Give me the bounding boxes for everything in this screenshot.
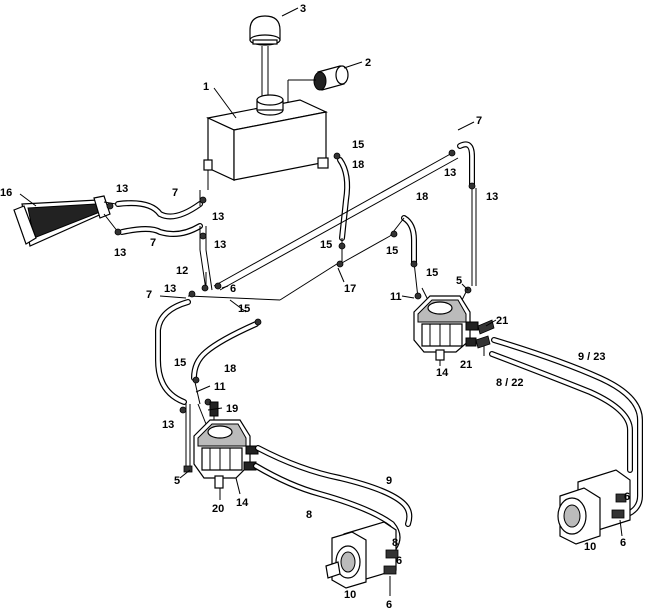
callout-7-b: 7	[150, 237, 156, 249]
callout-13-g: 13	[444, 167, 456, 179]
callout-6-a: 6	[230, 283, 236, 295]
right-wheel-motor	[557, 469, 631, 545]
callout-18-b: 18	[224, 363, 236, 375]
left-wheel-motor	[325, 521, 399, 596]
callout-13-a: 13	[116, 183, 128, 195]
callout-18-a: 18	[352, 159, 364, 171]
callout-19: 19	[226, 403, 238, 415]
callout-15-a: 15	[352, 139, 364, 151]
callout-1: 1	[203, 81, 209, 93]
filter-element	[287, 65, 349, 104]
right-hydraulic-pump	[413, 295, 479, 361]
hose-8-left	[253, 463, 401, 551]
callout-9-23: 9 / 23	[578, 351, 606, 363]
callout-13-b: 13	[212, 211, 224, 223]
left-hydraulic-pump	[193, 401, 259, 489]
callout-17: 17	[344, 283, 356, 295]
callout-11-b: 11	[390, 291, 402, 303]
callout-7-c: 7	[146, 289, 152, 301]
hose-7-cooler-to-tank	[115, 200, 203, 220]
callout-21-b: 21	[460, 359, 472, 371]
callout-15-f: 15	[426, 267, 438, 279]
callout-2: 2	[365, 57, 371, 69]
right-pump-fittings	[475, 319, 495, 349]
callout-7-a: 7	[172, 187, 178, 199]
hose-18-left	[191, 321, 259, 381]
callout-6-b: 6	[396, 555, 402, 567]
callout-13-h: 13	[486, 191, 498, 203]
callout-6-d: 6	[624, 491, 630, 503]
callout-5-b: 5	[456, 275, 462, 287]
hose-9-23-right	[491, 337, 643, 517]
callout-12: 12	[176, 265, 188, 277]
callout-11-a: 11	[214, 381, 226, 393]
hose-9-left	[255, 445, 413, 527]
callout-15-e: 15	[386, 245, 398, 257]
hose-7-right-pump	[457, 141, 475, 189]
callout-13-d: 13	[114, 247, 126, 259]
leader-lines	[19, 7, 497, 500]
hydraulic-reservoir	[203, 94, 329, 181]
callout-10-b: 10	[584, 541, 596, 553]
hose-7-left-return	[155, 299, 191, 405]
callout-6-c: 6	[386, 599, 392, 611]
callout-9-a: 9	[386, 475, 392, 487]
callout-20: 20	[212, 503, 224, 515]
callout-15-c: 15	[238, 303, 250, 315]
callout-labels: 1 2 3 16 13 7 13 7 13 13 12 13 6 7 15 18…	[0, 3, 630, 611]
callout-10-a: 10	[344, 589, 356, 601]
callout-6-e: 6	[620, 537, 626, 549]
callout-16: 16	[0, 187, 12, 199]
hose-8-22-right	[489, 351, 633, 473]
callout-7-d: 7	[476, 115, 482, 127]
reservoir-cap	[249, 15, 281, 100]
callout-3: 3	[300, 3, 306, 15]
hose-7-cooler-lower	[119, 223, 203, 237]
callout-14-b: 14	[436, 367, 449, 379]
hose-18-right	[401, 215, 417, 265]
callout-21-a: 21	[496, 315, 508, 327]
callout-18-c: 18	[416, 191, 428, 203]
callout-8-b: 8	[392, 537, 398, 549]
callout-13-e: 13	[164, 283, 176, 295]
callout-8-a: 8	[306, 509, 312, 521]
callout-15-b: 15	[320, 239, 332, 251]
callout-14-a: 14	[236, 497, 249, 509]
oil-cooler	[13, 195, 119, 247]
callout-15-d: 15	[174, 357, 186, 369]
callout-13-c: 13	[214, 239, 226, 251]
callout-8-22: 8 / 22	[496, 377, 524, 389]
callout-5-a: 5	[174, 475, 180, 487]
callout-13-f: 13	[162, 419, 174, 431]
hose-18-tank	[337, 157, 351, 241]
